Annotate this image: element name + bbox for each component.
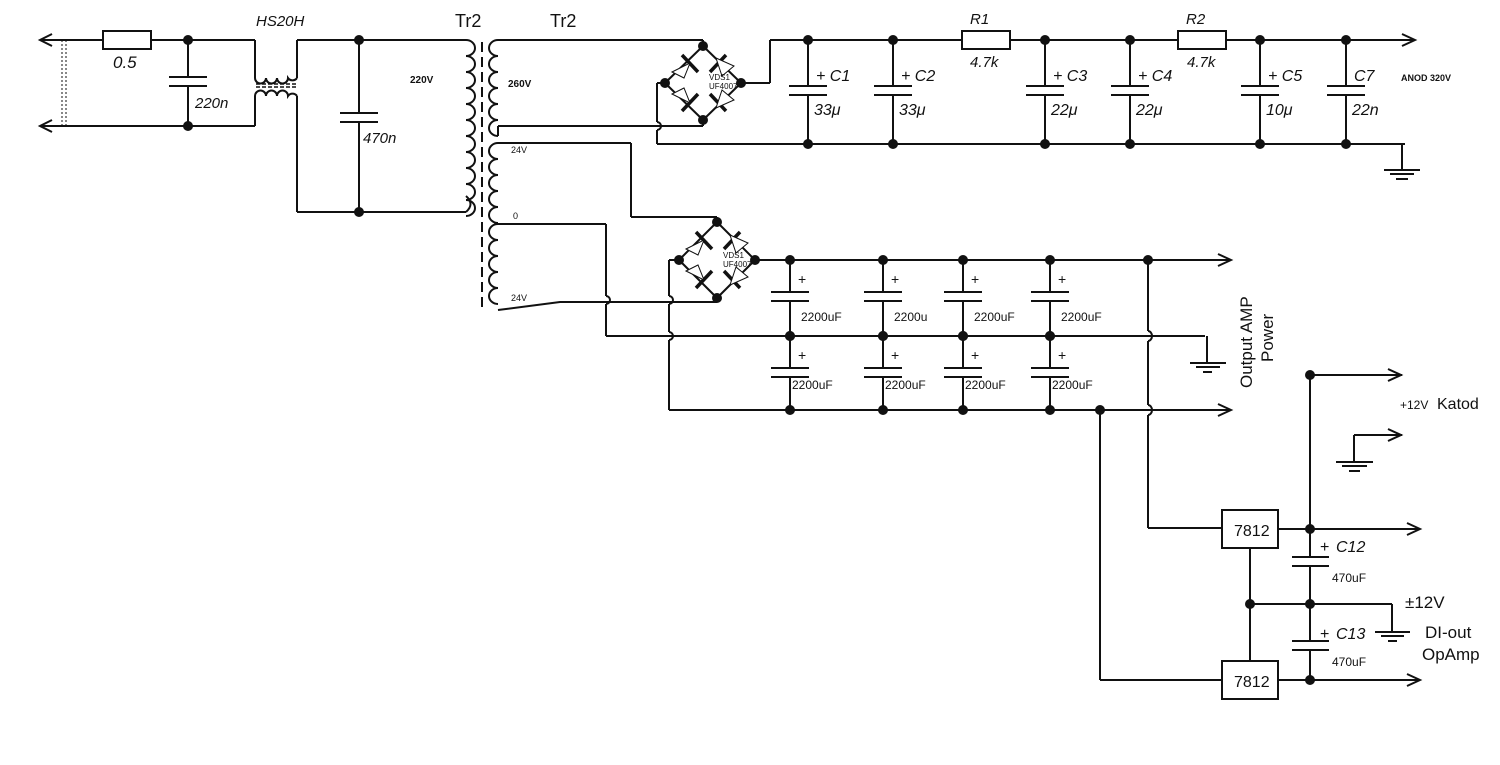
cap-ref: + C3 bbox=[1053, 68, 1087, 85]
cap-ref: C7 bbox=[1354, 68, 1376, 85]
amp-cap: +2200uF bbox=[1031, 331, 1093, 415]
katod-output-arrow-icon bbox=[1387, 368, 1404, 382]
amp-cap-value: 2200uF bbox=[974, 310, 1015, 324]
cap-value: 22n bbox=[1351, 102, 1379, 119]
amp-cap: +2200uF bbox=[1031, 255, 1102, 341]
amp-cap-value: 2200uF bbox=[965, 378, 1006, 392]
mains-input: 0.5 220n HS20H 470n bbox=[37, 13, 466, 217]
amp-positive-arrow-icon bbox=[1217, 253, 1234, 267]
amp-output-label-2: Power bbox=[1258, 313, 1277, 362]
lv-top-voltage: 24V bbox=[511, 145, 527, 155]
reg-top-output-arrow-icon bbox=[1406, 522, 1423, 536]
reg-bottom-output-arrow-icon bbox=[1406, 673, 1423, 687]
r2-value: 4.7k bbox=[1187, 54, 1217, 71]
amp-cap: +2200uF bbox=[864, 331, 926, 415]
hv-rectifier bbox=[498, 39, 1405, 145]
r2-ref: R2 bbox=[1186, 11, 1206, 28]
amp-negative-arrow-icon bbox=[1217, 403, 1234, 417]
anode-cap-c2: + C2 33μ bbox=[874, 35, 935, 149]
amp-cap: +2200uF bbox=[771, 255, 842, 341]
transformer-label-primary: Tr2 bbox=[455, 11, 481, 31]
anode-cap-c7: C7 22n bbox=[1327, 35, 1379, 149]
cap-470n-value: 470n bbox=[363, 130, 396, 147]
svg-text:+: + bbox=[798, 347, 806, 363]
anode-output-label: ANOD 320V bbox=[1401, 73, 1451, 83]
regulator-top-label: 7812 bbox=[1234, 523, 1270, 540]
rectifier1-ref: VDS1 bbox=[709, 73, 730, 82]
cap-value: 22μ bbox=[1050, 102, 1078, 119]
opamp-label-2: OpAmp bbox=[1422, 645, 1480, 664]
fuse-resistor bbox=[102, 30, 152, 50]
fuse-value: 0.5 bbox=[113, 53, 137, 72]
katod-prefix: +12V bbox=[1400, 398, 1428, 412]
amp-cap: +2200uF bbox=[771, 331, 833, 415]
rectifier2-ref: VDS1 bbox=[723, 251, 744, 260]
cap-value: 33μ bbox=[899, 102, 926, 119]
rectifier2-part: UF4007 bbox=[723, 260, 752, 269]
amp-ground-icon bbox=[1190, 336, 1226, 373]
choke-icon bbox=[254, 40, 298, 212]
cap-value: 33μ bbox=[814, 102, 841, 119]
svg-text:+: + bbox=[1058, 271, 1066, 287]
amp-cap-value: 2200uF bbox=[801, 310, 842, 324]
transformer-icon bbox=[465, 39, 499, 310]
amp-cap-value: 2200uF bbox=[1061, 310, 1102, 324]
cap-ref: + C4 bbox=[1138, 68, 1172, 85]
amp-cap: +2200uF bbox=[944, 331, 1006, 415]
anode-cap-c1: + C1 33μ bbox=[789, 35, 850, 149]
rectifier1-part: UF4007 bbox=[709, 82, 738, 91]
transformer-label-secondary: Tr2 bbox=[550, 11, 576, 31]
cap-ref: + C5 bbox=[1268, 68, 1302, 85]
resistor-r1 bbox=[961, 30, 1011, 50]
regulator-bottom-label: 7812 bbox=[1234, 674, 1270, 691]
c12-ref: C12 bbox=[1336, 539, 1365, 556]
amp-cap: +2200uF bbox=[944, 255, 1015, 341]
svg-text:+: + bbox=[891, 347, 899, 363]
amp-cap-value: 2200u bbox=[894, 310, 927, 324]
lv-center-tap: 0 bbox=[513, 211, 518, 221]
anode-cap-c4: + C4 22μ bbox=[1111, 35, 1172, 149]
cap-ref: + C2 bbox=[901, 68, 935, 85]
lv-bottom-voltage: 24V bbox=[511, 293, 527, 303]
svg-text:+: + bbox=[971, 347, 979, 363]
anode-output-arrow-icon bbox=[1401, 33, 1418, 47]
ground-icon bbox=[1384, 144, 1420, 180]
c13-value: 470uF bbox=[1332, 655, 1366, 669]
cap-value: 10μ bbox=[1266, 102, 1293, 119]
amp-cap-value: 2200uF bbox=[1052, 378, 1093, 392]
cap-ref: + C1 bbox=[816, 68, 850, 85]
svg-text:+: + bbox=[971, 271, 979, 287]
resistor-r2 bbox=[1177, 30, 1227, 50]
amp-cap-value: 2200uF bbox=[792, 378, 833, 392]
svg-text:+: + bbox=[1320, 539, 1329, 556]
amp-cap-value: 2200uF bbox=[885, 378, 926, 392]
hv-secondary-voltage: 260V bbox=[508, 79, 532, 90]
choke-label: HS20H bbox=[256, 13, 305, 30]
svg-text:+: + bbox=[798, 271, 806, 287]
cap-220n-value: 220n bbox=[194, 95, 228, 112]
r1-value: 4.7k bbox=[970, 54, 1000, 71]
anode-cap-c3: + C3 22μ bbox=[1026, 35, 1087, 149]
katod-label: Katod bbox=[1437, 396, 1479, 413]
anode-cap-c5: + C5 10μ bbox=[1241, 35, 1302, 149]
regulator-section bbox=[1095, 368, 1423, 700]
opamp-label-1: DI-out bbox=[1425, 623, 1472, 642]
primary-voltage: 220V bbox=[410, 75, 434, 86]
anode-capacitors: + C1 33μ + C2 33μ + C3 22μ + C4 22μ + C5 10μ C7 22n bbox=[789, 35, 1379, 149]
lv-rectifier bbox=[497, 142, 1230, 411]
amp-capacitor-bank: +2200uF+2200u+2200uF+2200uF+2200uF+2200u… bbox=[771, 255, 1102, 415]
svg-text:+: + bbox=[1058, 347, 1066, 363]
svg-text:+: + bbox=[1320, 626, 1329, 643]
c13-ref: C13 bbox=[1336, 626, 1365, 643]
opamp-voltage: ±12V bbox=[1405, 593, 1445, 612]
svg-text:+: + bbox=[891, 271, 899, 287]
cap-value: 22μ bbox=[1135, 102, 1163, 119]
amp-output-label-1: Output AMP bbox=[1237, 296, 1256, 388]
c12-value: 470uF bbox=[1332, 571, 1366, 585]
amp-cap: +2200u bbox=[864, 255, 927, 341]
r1-ref: R1 bbox=[970, 11, 989, 28]
